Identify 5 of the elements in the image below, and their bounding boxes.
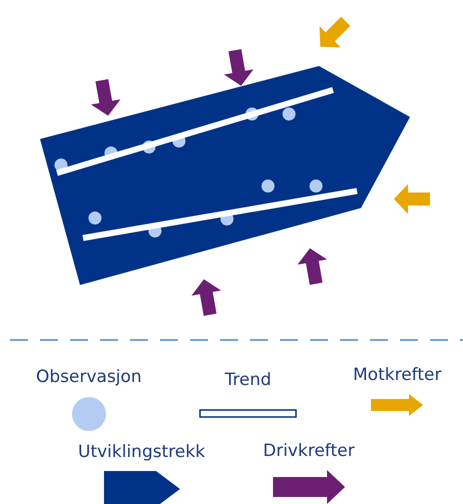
legend-label: Observasjon [36,366,142,388]
legend-label: Drivkrefter [263,440,355,462]
legend-label: Utviklingstrekk [78,441,206,463]
legend-label: Trend [224,369,272,391]
legend-label: Motkrefter [353,364,442,386]
